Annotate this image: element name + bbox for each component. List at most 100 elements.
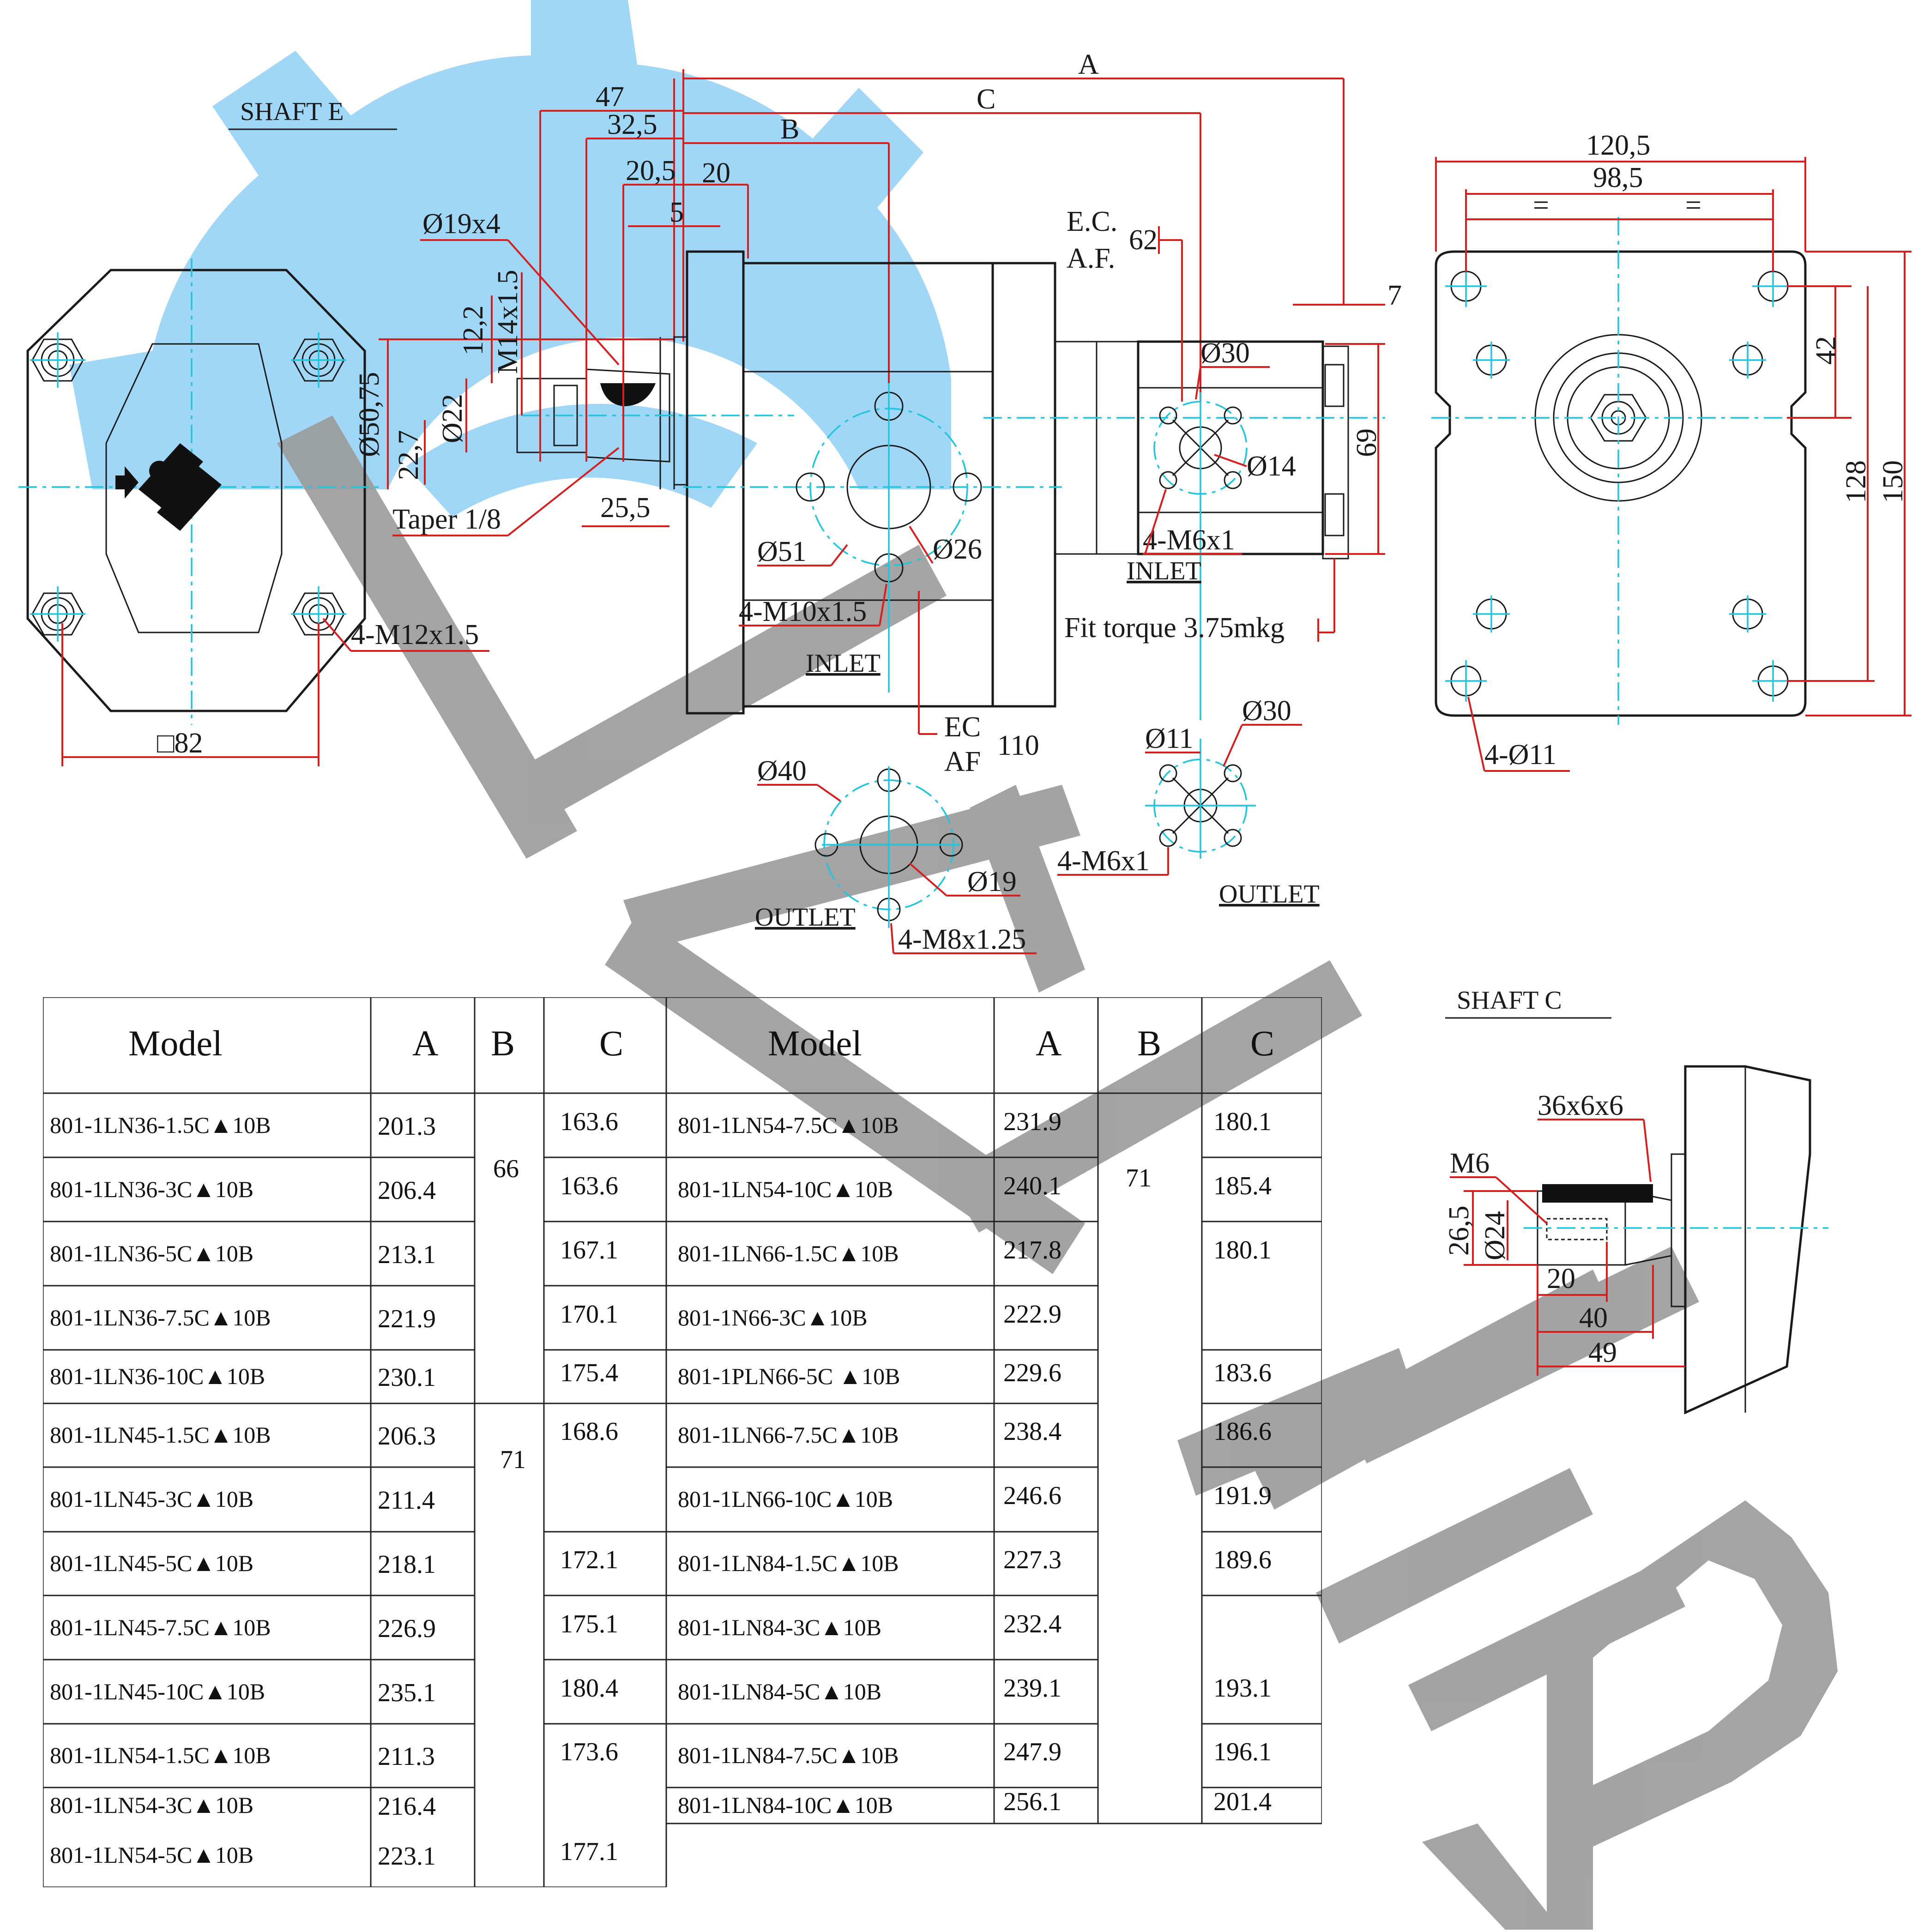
main-inlet-label: INLET [806, 649, 881, 678]
table-row-left-c: 175.1 [560, 1609, 618, 1638]
shaft-c-detail: SHAFT C 36x6x6 M6 26,5 Ø24 20 40 49 [1443, 986, 1828, 1414]
table-row-left-model: 801-1LN45-1.5C▲10B [50, 1422, 271, 1448]
table-row-right-model: 801-1LN66-10C▲10B [678, 1486, 893, 1512]
dim-d22: Ø22 [437, 394, 468, 443]
dim-m6: M6 [1450, 1148, 1490, 1179]
table-row-left-a: 206.3 [378, 1422, 436, 1451]
dim-C: C [977, 84, 995, 115]
dim-d51: Ø51 [757, 536, 807, 567]
table-row-right-a: 229.6 [1003, 1359, 1062, 1387]
table-row-right-a: 238.4 [1003, 1417, 1062, 1446]
dim-shaft-c-49: 49 [1588, 1337, 1617, 1368]
table-row-right-model: 801-1LN54-7.5C▲10B [678, 1112, 899, 1138]
dim-62: 62 [1129, 224, 1158, 256]
table-row-left-a: 235.1 [378, 1678, 436, 1707]
dim-key-36x6x6: 36x6x6 [1538, 1090, 1623, 1121]
table-row-left-model: 801-1LN45-7.5C▲10B [50, 1614, 271, 1640]
rear-boss-left-top [1473, 342, 1510, 379]
dim-42: 42 [1810, 336, 1842, 365]
table-row-left-a: 223.1 [378, 1842, 436, 1871]
small-inlet-port: E.C. A.F. 62 Ø30 Ø14 4-M6x1 INLET 7 69 F… [1064, 206, 1402, 720]
fit-torque-note: Fit torque 3.75mkg [1064, 612, 1285, 644]
dim-small-m6-inlet: 4-M6x1 [1143, 524, 1235, 556]
dim-small-d30: Ø30 [1200, 337, 1250, 369]
table-row-right-a: 246.6 [1003, 1481, 1062, 1510]
dim-A: A [1078, 49, 1099, 80]
main-inlet-af: AF [944, 746, 981, 777]
dim-shaft-c-20: 20 [1547, 1263, 1575, 1294]
table-row-left-c: 170.1 [560, 1300, 618, 1329]
table-row-right-model: 801-1PLN66-5C ▲10B [678, 1363, 900, 1389]
front-flange-view: □82 4-M12x1.5 [18, 259, 489, 766]
table-row-right-a: 227.3 [1003, 1546, 1062, 1574]
rear-hole-bl [1445, 660, 1487, 702]
dim-25-5: 25,5 [600, 492, 651, 524]
table-header-right-a: A [1036, 1023, 1062, 1063]
small-outlet-label: OUTLET [1219, 880, 1320, 909]
small-inlet-ec: E.C. [1067, 206, 1117, 237]
dim-12-2: 12,2 [458, 306, 489, 356]
dim-B: B [780, 114, 799, 145]
table-row-left-a: 218.1 [378, 1550, 436, 1579]
table-row-right-model: 801-1LN84-10C▲10B [678, 1792, 893, 1818]
table-row-right-model: 801-1LN54-10C▲10B [678, 1176, 893, 1202]
dim-20-5: 20,5 [626, 155, 676, 187]
dim-128: 128 [1840, 460, 1872, 503]
dim-key-19x4: Ø19x4 [422, 208, 501, 240]
dim-20: 20 [702, 157, 730, 189]
dim-small-outlet-d30: Ø30 [1242, 695, 1291, 727]
table-row-left-a: 201.3 [378, 1112, 436, 1141]
table-row-right-model: 801-1LN84-1.5C▲10B [678, 1550, 899, 1576]
rear-boss-right-bottom [1729, 596, 1766, 632]
table-header-left-model: Model [128, 1023, 223, 1063]
dim-small-m6-outlet: 4-M6x1 [1057, 845, 1150, 877]
table-row-right-c: 189.6 [1213, 1546, 1272, 1574]
table-row-left-model: 801-1LN36-3C▲10B [50, 1176, 254, 1202]
table-header-right-model: Model [768, 1023, 862, 1063]
table-row-left-model: 801-1LN36-5C▲10B [50, 1240, 254, 1266]
dim-150: 150 [1877, 460, 1909, 503]
main-inlet-ec: EC [944, 711, 981, 743]
table-row-left-model: 801-1LN45-3C▲10B [50, 1486, 254, 1512]
pump-body-side [673, 250, 1385, 715]
table-row-right-a: 239.1 [1003, 1673, 1062, 1703]
table-row-right-model: 801-1LN66-7.5C▲10B [678, 1422, 899, 1448]
table-row-right-model: 801-1LN66-1.5C▲10B [678, 1240, 899, 1266]
shaft-e-title: SHAFT E [240, 97, 344, 126]
table-row-right-c: 201.4 [1213, 1788, 1272, 1816]
table-row-left-model: 801-1LN36-10C▲10B [50, 1363, 265, 1389]
table-row-right-model: 801-1LN84-7.5C▲10B [678, 1742, 899, 1768]
table-row-right-c: 180.1 [1213, 1235, 1272, 1264]
table-row-left-c: 172.1 [560, 1546, 618, 1574]
table-row-left-a: 216.4 [378, 1792, 436, 1821]
dim-eq-right: = [1685, 190, 1701, 221]
dim-d40: Ø40 [757, 755, 807, 787]
table-row-right-a: 256.1 [1003, 1788, 1062, 1816]
table-row-left-c: 168.6 [560, 1417, 618, 1446]
table-row-left-model: 801-1LN54-1.5C▲10B [50, 1742, 271, 1768]
dim-d24: Ø24 [1479, 1211, 1511, 1260]
dim-7: 7 [1387, 280, 1402, 311]
table-row-left-a: 206.4 [378, 1176, 436, 1205]
table-row-right-c: 196.1 [1213, 1738, 1272, 1766]
table-header-left-b: B [491, 1023, 515, 1063]
table-left-b-71: 71 [500, 1445, 526, 1474]
table-row-left-model: 801-1LN54-5C▲10B [50, 1842, 254, 1868]
table-row-left-c: 180.4 [560, 1673, 618, 1703]
table-row-left-a: 230.1 [378, 1363, 436, 1392]
table-row-left-c: 175.4 [560, 1359, 618, 1387]
table-header-left-c: C [599, 1023, 624, 1063]
table-row-right-a: 232.4 [1003, 1609, 1062, 1638]
table-row-right-a: 240.1 [1003, 1171, 1062, 1200]
dim-ports-m12: 4-M12x1.5 [351, 619, 479, 650]
table-row-left-model: 801-1LN45-10C▲10B [50, 1678, 265, 1704]
dim-square-82: □82 [157, 728, 203, 759]
dim-32-5: 32,5 [607, 109, 657, 140]
table-row-right-model: 801-1N66-3C▲10B [678, 1304, 868, 1330]
small-inlet-af: A.F. [1067, 243, 1115, 274]
table-row-right-c: 185.4 [1213, 1171, 1272, 1200]
rear-boss-right-top [1729, 342, 1766, 379]
table-row-left-c: 163.6 [560, 1171, 618, 1200]
table-header-right-b: B [1137, 1023, 1162, 1063]
